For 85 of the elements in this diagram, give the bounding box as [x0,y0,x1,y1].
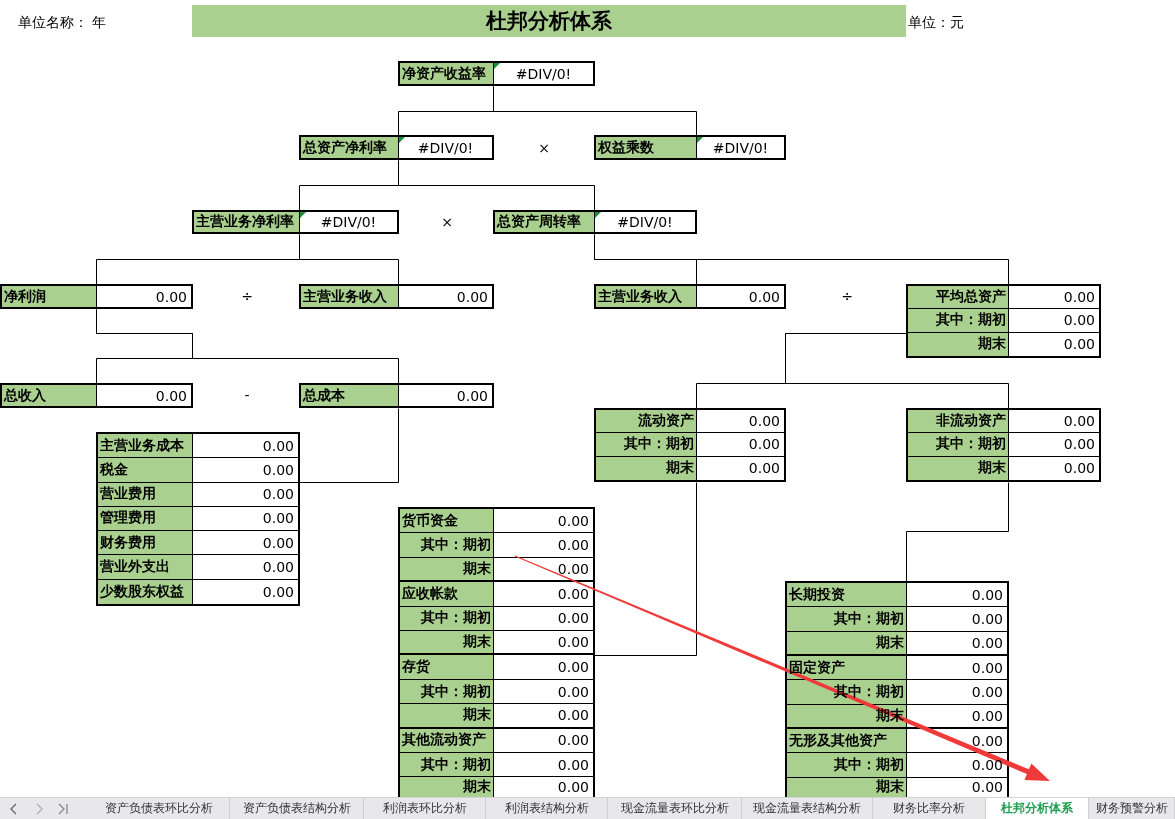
connector-line [398,160,595,211]
metric-name-cell: 应收帐款 [400,582,494,607]
metric-name-cell: 其中：期初 [400,606,494,632]
metric-name-cell: 营业费用 [98,482,193,507]
metric-table [398,61,595,86]
metric-name-cell: 期末 [787,631,907,656]
metric-name-cell: 总收入 [2,385,97,406]
metric-name-cell: 其中：期初 [787,607,907,632]
metric-name-cell: 总成本 [301,385,399,406]
metric-name-cell: 少数股东权益 [98,579,193,604]
connector-line [96,309,399,384]
metric-name-cell: 期末 [787,704,907,729]
operator-sign: × [537,139,551,157]
operator-sign: ÷ [840,287,854,305]
active-sheet-tab: 杜邦分析体系 [986,798,1089,819]
metric-table [398,507,595,797]
metric-name-cell: 期末 [908,456,1009,480]
sheet-tab: 现金流量表结构分析 [742,798,873,819]
metric-table [299,135,494,160]
metric-name-cell: 财务费用 [98,531,193,556]
connector-line [299,234,399,285]
metric-table [192,210,399,234]
metric-name-cell: 其中：期初 [787,753,907,778]
metric-table [594,284,786,309]
unit-name-label: 单位名称： 年 [18,14,107,32]
metric-name-cell: 其中：期初 [596,433,697,457]
metric-table [299,284,494,309]
metric-name-cell: 其他流动资产 [400,728,494,754]
metric-table [0,383,193,408]
metric-table [594,408,786,482]
metric-name-cell: 主营业务收入 [596,286,697,307]
connector-line [493,86,697,136]
sheet-tab: 现金流量表环比分析 [608,798,742,819]
metric-name-cell: 营业外支出 [98,555,193,580]
metric-name-cell: 期末 [400,631,494,656]
metric-name-cell: 无形及其他资产 [787,728,907,754]
metric-name-cell: 期末 [400,777,494,797]
sheet-tab: 利润表环比分析 [364,798,486,819]
metric-name-cell: 净资产收益率 [400,63,494,84]
metric-name-cell: 总资产周转率 [495,212,595,232]
sheet-tab: 资产负债表环比分析 [88,798,230,819]
metric-name-cell: 非流动资产 [908,410,1009,434]
metric-table [785,581,1009,797]
metric-name-cell: 存货 [400,655,494,680]
metric-table [906,284,1101,358]
metric-table [96,432,300,606]
metric-name-cell: 总资产净利率 [301,137,399,158]
metric-name-cell: 其中：期初 [400,679,494,705]
connector-line [299,408,399,483]
metric-name-cell: 平均总资产 [908,286,1009,310]
metric-name-cell: 其中：期初 [400,753,494,778]
title-banner: 杜邦分析体系 [192,5,906,37]
metric-name-cell: 期末 [400,557,494,583]
operator-sign: - [243,386,251,404]
metric-table [906,408,1101,482]
metric-name-cell: 期末 [400,704,494,729]
sheet-tab: 资产负债表结构分析 [230,798,364,819]
metric-name-cell: 权益乘数 [596,137,697,158]
metric-table [0,284,193,309]
metric-name-cell: 长期投资 [787,583,907,608]
metric-name-cell: 主营业务净利率 [194,212,300,232]
connector-line [906,482,1009,582]
metric-name-cell: 管理费用 [98,506,193,532]
unit-label: 单位：元 [908,14,964,32]
metric-name-cell: 流动资产 [596,410,697,434]
sheet-tab: 财务预警分析 [1089,798,1175,819]
connector-line [785,333,1009,409]
metric-name-cell: 期末 [787,777,907,797]
metric-name-cell: 其中：期初 [908,309,1009,333]
metric-table [493,210,697,234]
metric-name-cell: 期末 [908,332,1009,356]
sheet-tab: 利润表结构分析 [486,798,608,819]
operator-sign: ÷ [240,287,254,305]
metric-name-cell: 净利润 [2,286,97,307]
connector-line [594,482,697,656]
metric-name-cell: 期末 [596,456,697,480]
metric-name-cell: 主营业务成本 [98,434,193,459]
metric-table [594,135,786,160]
metric-name-cell: 其中：期初 [400,533,494,558]
metric-name-cell: 主营业务收入 [301,286,399,307]
metric-name-cell: 货币资金 [400,509,494,534]
operator-sign: × [440,213,454,231]
metric-name-cell: 税金 [98,458,193,483]
metric-table [299,383,494,408]
metric-name-cell: 其中：期初 [908,433,1009,457]
